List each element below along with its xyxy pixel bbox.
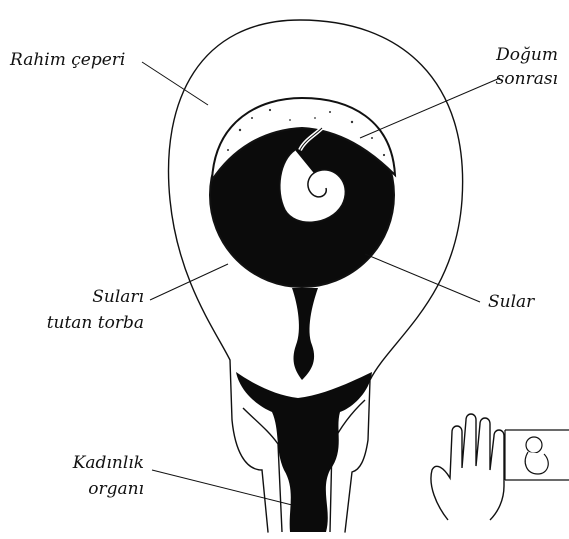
leader-uterine-wall [142,62,208,105]
label-vagina-line2: organı [88,479,144,499]
cervical-canal [292,288,318,380]
leader-sac [150,264,228,300]
label-uterine-wall: Rahim çeperi [9,50,125,70]
leader-fluid [365,254,480,302]
label-placenta-line1: Doğum [495,45,558,65]
label-placenta-line2: sonrası [496,69,558,89]
label-vagina-line1: Kadınlık [72,453,144,473]
label-fluid: Sular [488,292,535,312]
label-sac-line2: tutan torba [47,313,144,333]
label-sac-line1: Suları [92,287,144,307]
leader-vagina [152,470,292,505]
vaginal-cavity [236,372,372,532]
hand-with-fetus-icon [431,414,569,520]
leader-placenta [360,78,500,138]
